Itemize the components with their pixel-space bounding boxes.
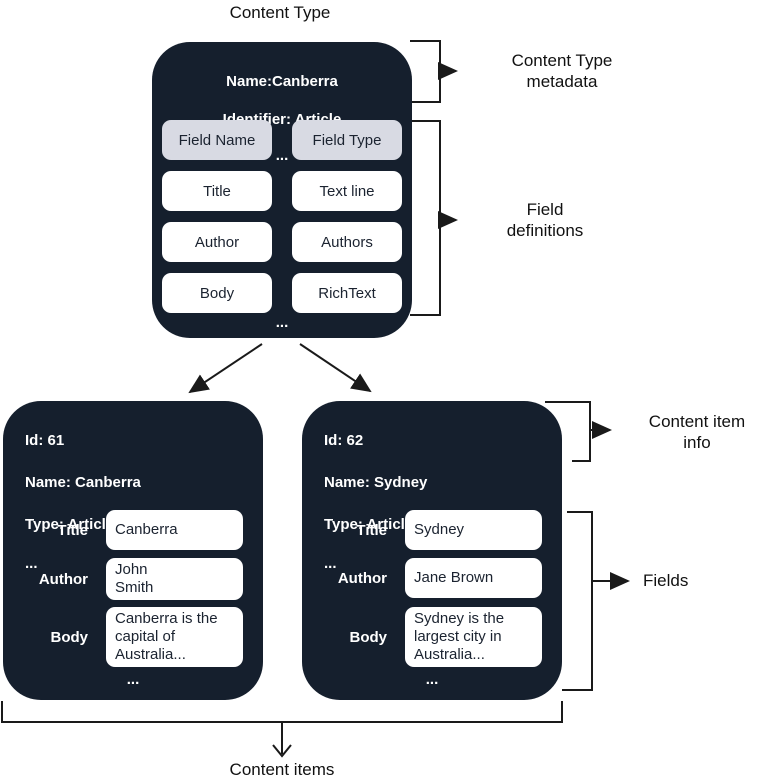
label-content-items: Content items [229, 760, 335, 779]
content-type-ellipsis: ... [275, 147, 289, 164]
label-content-item-info: Content item info [648, 412, 746, 452]
bracket-content-items [1, 701, 563, 723]
content-item-box-2: Id: 62 Name: Sydney Type: Article ... Ti… [302, 401, 562, 700]
content-type-name: Name:Canberra [226, 73, 338, 90]
field-row-author: Author John Smith [3, 558, 263, 600]
field-type-header-pill: Field Type [292, 120, 402, 160]
field-label: Title [57, 521, 88, 539]
content-type-box: Name:Canberra Identifier: Article ... Fi… [152, 42, 412, 338]
content-type-metadata-block: Name:Canberra Identifier: Article ... [152, 53, 412, 183]
diagram-title: Content Type [229, 3, 331, 22]
field-type-pill: Authors [292, 222, 402, 262]
bracket-field-definitions [410, 120, 441, 316]
item-type: Type: Article [25, 516, 115, 533]
item-footer-ellipsis: ... [425, 671, 439, 688]
field-label: Title [356, 521, 387, 539]
field-value-pill: Canberra [106, 510, 243, 550]
content-item-info-block: Id: 62 Name: Sydney Type: Article ... [324, 409, 552, 593]
bracket-fields [562, 511, 593, 691]
bracket-content-type-metadata [410, 40, 441, 103]
content-item-info-block: Id: 61 Name: Canberra Type: Article ... [25, 409, 253, 593]
field-row-body: Body Sydney is the largest city in Austr… [302, 607, 562, 667]
field-label: Author [337, 569, 387, 587]
label-fields: Fields [643, 571, 689, 590]
field-row-title: Title Canberra [3, 510, 263, 550]
field-name-pill: Title [162, 171, 272, 211]
arrow-to-item-2 [299, 343, 372, 393]
item-type: Type: Article [324, 516, 414, 533]
field-row-author: Author Jane Brown [302, 558, 562, 598]
label-content-type-metadata: Content Type metadata [511, 51, 613, 91]
field-type-pill: Text line [292, 171, 402, 211]
item-footer-ellipsis: ... [126, 671, 140, 688]
field-value-pill: Jane Brown [405, 558, 542, 598]
field-value-pill: John Smith [106, 558, 243, 600]
field-row-title: Title Sydney [302, 510, 562, 550]
content-type-footer-ellipsis: ... [275, 314, 289, 331]
field-label: Author [38, 570, 88, 588]
item-ellipsis: ... [324, 555, 337, 572]
field-name-pill: Author [162, 222, 272, 262]
field-type-pill: RichText [292, 273, 402, 313]
field-row-body: Body Canberra is the capital of Australi… [3, 607, 263, 667]
content-item-box-1: Id: 61 Name: Canberra Type: Article ... … [3, 401, 263, 700]
arrow-content-items-head [272, 744, 292, 758]
item-id: Id: 62 [324, 432, 364, 449]
field-name-pill: Body [162, 273, 272, 313]
arrow-to-item-1 [188, 343, 263, 394]
field-value-pill: Canberra is the capital of Australia... [106, 607, 243, 667]
label-field-definitions: Field definitions [506, 200, 584, 240]
item-ellipsis: ... [25, 555, 38, 572]
field-value-pill: Sydney [405, 510, 542, 550]
item-name: Name: Canberra [25, 474, 141, 491]
field-label: Body [349, 628, 388, 646]
item-id: Id: 61 [25, 432, 65, 449]
field-value-pill: Sydney is the largest city in Australia.… [405, 607, 542, 667]
item-name: Name: Sydney [324, 474, 428, 491]
field-name-header-pill: Field Name [162, 120, 272, 160]
field-label: Body [50, 628, 89, 646]
